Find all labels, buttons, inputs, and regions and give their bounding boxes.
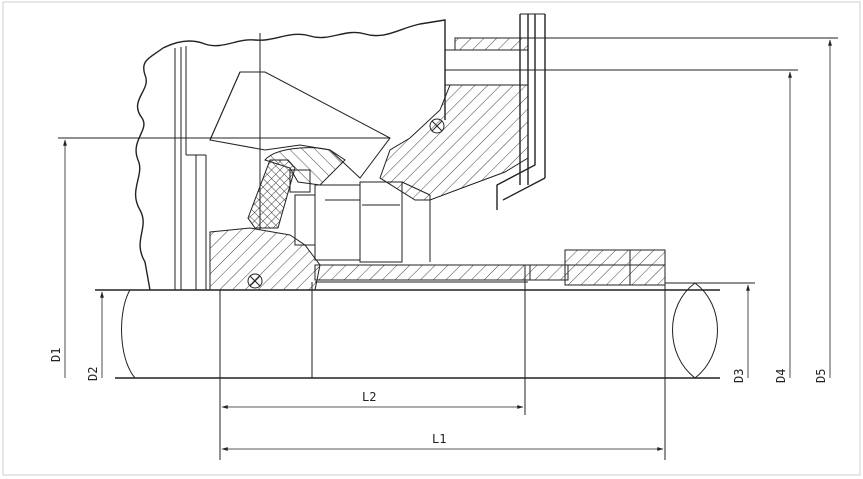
dimension-labels: D1 D2 D3 D4 D5 L2 L1 — [49, 348, 828, 446]
label-l1: L1 — [432, 432, 446, 446]
shaft — [95, 265, 720, 460]
shaft-sleeve — [209, 227, 666, 378]
extension-lines — [58, 37, 838, 284]
label-d1: D1 — [49, 348, 63, 362]
label-d5: D5 — [814, 369, 828, 383]
label-d2: D2 — [86, 367, 100, 381]
label-d3: D3 — [732, 369, 746, 383]
gland-plate — [209, 20, 529, 201]
dimension-lines — [63, 39, 832, 451]
label-l2: L2 — [362, 390, 376, 404]
flush-pipe — [496, 13, 546, 210]
sleeve-o-ring — [247, 273, 263, 289]
seal-ring-assembly — [247, 147, 431, 263]
gland-o-ring — [429, 118, 445, 134]
label-d4: D4 — [774, 369, 788, 383]
